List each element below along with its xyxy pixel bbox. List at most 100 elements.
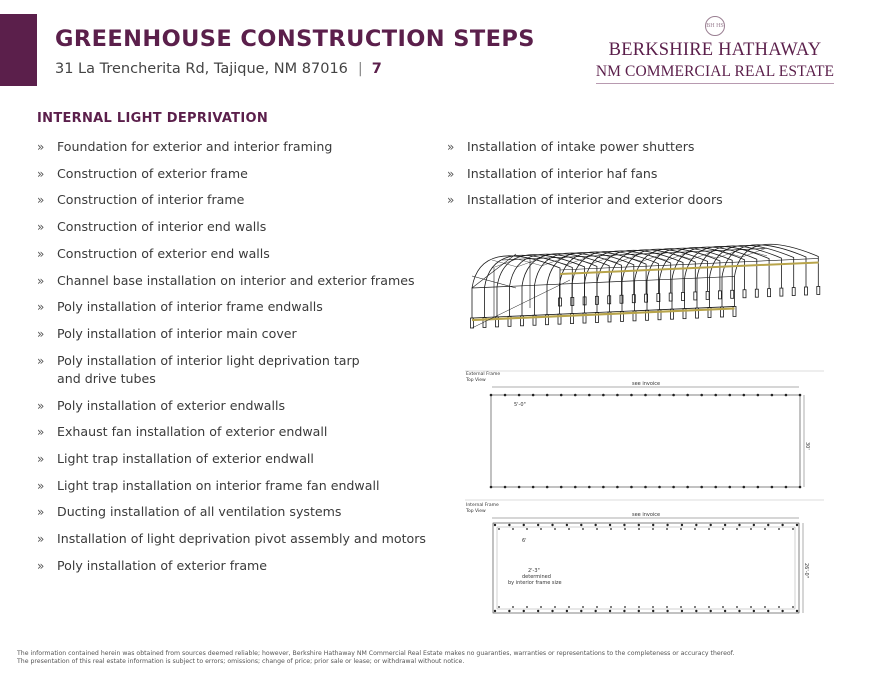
step-item-text: Construction of interior end walls [57, 219, 267, 234]
frame-post-marker [651, 523, 655, 527]
frame-post-marker [770, 485, 774, 489]
internal-spacing-label: 6' [522, 538, 527, 544]
frame-post-marker [742, 393, 746, 397]
frame-post-marker [608, 523, 612, 527]
bullet-icon: » [37, 193, 45, 207]
logo-line-1: BERKSHIRE HATHAWAY [608, 40, 822, 60]
frame-post-marker [700, 485, 703, 489]
frame-post-marker [666, 609, 669, 613]
frame-post-marker [738, 609, 741, 613]
bullet-icon: » [37, 300, 45, 314]
frame-post-marker [630, 393, 633, 397]
internal-title-line2: Top View [465, 508, 486, 514]
frame-post-marker [680, 609, 684, 613]
step-item-text: Poly installation of exterior frame [57, 558, 268, 573]
frame-post-marker [644, 393, 647, 397]
frame-post-marker [522, 523, 525, 527]
frame-post-marker [565, 609, 569, 613]
frame-post-marker [545, 485, 549, 489]
logo-line-2: NM COMMERCIAL REAL ESTATE [595, 63, 835, 84]
frame-post-marker [764, 528, 766, 530]
logo-seal-icon: BH HS [705, 16, 725, 36]
frame-post-marker [508, 523, 511, 527]
frame-post-marker [672, 485, 675, 489]
frame-post-marker [624, 528, 626, 530]
frame-post-marker [695, 609, 698, 613]
frame-post-marker [750, 528, 752, 530]
frame-post-marker [517, 393, 521, 397]
frame-post-marker [723, 523, 727, 527]
frame-post-marker [522, 609, 525, 613]
frame-post-marker [792, 606, 794, 608]
step-item-text: Installation of interior haf fans [467, 166, 658, 181]
frame-post-marker [778, 606, 780, 608]
step-item-text: Light trap installation on interior fram… [57, 478, 380, 493]
frame-post-marker [594, 523, 597, 527]
section-heading: INTERNAL LIGHT DEPRIVATION [37, 111, 269, 126]
frame-post-marker [565, 523, 569, 527]
frame-post-marker [784, 485, 788, 489]
frame-post-marker [723, 609, 727, 613]
frame-post-marker [588, 485, 591, 489]
frame-post-marker [738, 523, 741, 527]
frame-post-marker [508, 609, 511, 613]
frame-post-marker [624, 606, 626, 608]
internal-frame-top-view: Internal Frame Top View see invoice 6' 2… [465, 502, 809, 614]
frame-post-marker [686, 485, 689, 489]
frame-post-marker [784, 393, 788, 397]
frame-post-marker [517, 485, 521, 489]
step-item-text: Foundation for exterior and interior fra… [57, 139, 333, 154]
frame-post-marker [489, 485, 493, 489]
external-title-line2: Top View [465, 377, 486, 383]
frame-post-marker [573, 393, 577, 397]
step-item-text: Exhaust fan installation of exterior end… [57, 424, 328, 439]
frame-post-marker [637, 523, 641, 527]
frame-post-marker [708, 606, 710, 608]
frame-post-marker [551, 609, 554, 613]
frame-post-marker [652, 528, 654, 530]
frame-post-marker [536, 609, 540, 613]
frame-post-marker [536, 523, 540, 527]
bullet-icon: » [37, 167, 45, 181]
page-subtitle: 31 La Trencherita Rd, Tajique, NM 87016|… [55, 61, 382, 77]
frame-post-marker [798, 393, 802, 397]
bullet-icon: » [447, 193, 455, 207]
step-item-text: Light trap installation of exterior endw… [57, 451, 314, 466]
frame-post-marker [750, 606, 752, 608]
frame-post-marker [728, 485, 732, 489]
frame-post-marker [728, 393, 732, 397]
frame-post-marker [652, 606, 654, 608]
frame-post-marker [694, 528, 696, 530]
bullet-icon: » [37, 327, 45, 341]
footer-disclaimer: The information contained herein was obt… [17, 650, 734, 665]
frame-post-marker [638, 606, 640, 608]
greenhouse-figure-svg: External Frame Top View see invoice 5'-0… [465, 243, 824, 614]
frame-post-marker [623, 609, 626, 613]
bullet-icon: » [447, 140, 455, 154]
frame-post-marker [493, 523, 497, 527]
frame-post-marker [666, 606, 668, 608]
frame-post-marker [680, 523, 684, 527]
step-item-text: Construction of exterior frame [57, 166, 248, 181]
page-number: 7 [371, 61, 382, 77]
frame-post-marker [596, 528, 598, 530]
greenhouse-frame-3d-drawing [470, 243, 821, 329]
frame-post-marker [594, 609, 597, 613]
internal-offset-label-3: by interior frame size [508, 580, 562, 586]
bullet-icon: » [37, 399, 45, 413]
frame-post-marker [608, 609, 612, 613]
frame-post-marker [709, 609, 712, 613]
frame-post-marker [512, 606, 514, 608]
frame-post-marker [722, 528, 724, 530]
frame-post-marker [554, 606, 556, 608]
frame-post-marker [767, 609, 770, 613]
accent-bar [0, 14, 37, 86]
frame-post-marker [498, 606, 500, 608]
frame-post-marker [770, 393, 774, 397]
frame-post-marker [700, 393, 703, 397]
company-logo: BH HS BERKSHIRE HATHAWAY NM COMMERCIAL R… [590, 16, 840, 90]
frame-post-marker [526, 528, 528, 530]
frame-post-marker [722, 606, 724, 608]
external-side-label: 30' [804, 442, 810, 450]
frame-post-marker [526, 606, 528, 608]
